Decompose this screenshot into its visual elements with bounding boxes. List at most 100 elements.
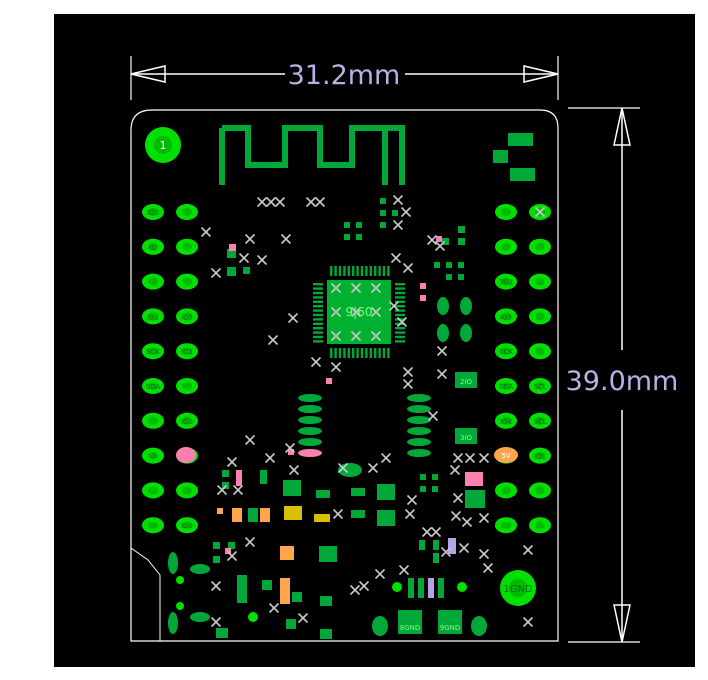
header-pin-right-inner-9 xyxy=(495,482,517,499)
drill-mark-x xyxy=(350,306,362,318)
header-pin-left-inner-2 xyxy=(176,238,198,255)
drill-mark-x xyxy=(400,206,412,218)
width-dimension: 31.2mm xyxy=(130,56,559,100)
chip-pin xyxy=(356,348,359,358)
drill-mark-x xyxy=(216,484,228,496)
header-pin-label: IO3 xyxy=(500,313,512,321)
header-pin-label: SCK xyxy=(499,348,513,356)
chip-pin xyxy=(382,266,386,276)
drill-mark-x xyxy=(287,312,299,324)
width-label: 31.2mm xyxy=(288,60,401,91)
antenna-trace xyxy=(219,125,405,185)
header-pin-right-inner-4: IO3 xyxy=(495,308,517,325)
drill-mark-x xyxy=(210,616,222,628)
chip-pin xyxy=(395,313,405,317)
drill-mark-x xyxy=(330,306,342,318)
chip-pin xyxy=(395,291,405,295)
pad-3io-label: 3IO xyxy=(460,434,473,442)
chip-pin xyxy=(313,309,323,312)
drill-mark-x xyxy=(370,282,382,294)
drill-mark-x xyxy=(478,452,490,464)
header-pin-left-outer-1: IO0 xyxy=(142,204,164,220)
header-pin-left-inner-1 xyxy=(176,204,198,220)
chip-pin xyxy=(395,327,405,330)
chip-pin xyxy=(395,287,405,290)
drill-mark-x xyxy=(482,562,494,574)
drill-mark-x xyxy=(461,516,473,528)
chip-pin xyxy=(395,340,405,343)
bottom-pads: 8GND 9GND xyxy=(372,616,487,636)
chip-pin xyxy=(395,300,405,303)
chip-pin xyxy=(313,287,323,290)
pin1-label: 1 xyxy=(160,139,167,152)
drill-mark-x xyxy=(370,330,382,342)
drill-mark-x xyxy=(305,196,317,208)
drill-mark-x xyxy=(478,548,490,560)
header-pin-label: IO xyxy=(149,244,157,252)
header-pin-right-outer-8: IO1 xyxy=(529,447,551,464)
gnd-pad: 1GND xyxy=(500,570,536,606)
header-pin-right-outer-9 xyxy=(529,482,551,499)
header-pin-right-outer-10 xyxy=(529,517,551,534)
chip-pin xyxy=(313,318,323,321)
chip-label: 9|60 xyxy=(346,305,373,319)
drill-mark-x xyxy=(370,306,382,318)
chip-pin xyxy=(313,305,323,308)
chip-pin xyxy=(330,348,333,358)
drill-mark-x xyxy=(402,378,414,390)
height-dimension: 39.0mm xyxy=(566,107,679,643)
header-pin-right-inner-10 xyxy=(495,517,517,534)
drill-mark-x xyxy=(406,494,418,506)
header-pin-label: IO2 xyxy=(147,313,159,321)
chip-pin xyxy=(395,283,405,286)
chip-pin xyxy=(313,327,323,330)
arrow-left-icon xyxy=(130,65,166,83)
drill-mark-x xyxy=(522,544,534,556)
chip-pin xyxy=(378,348,381,358)
chip-pin xyxy=(313,300,323,303)
drill-mark-x xyxy=(421,526,433,538)
header-pin-left-outer-7 xyxy=(142,412,164,429)
chip-pin xyxy=(395,331,405,334)
header-pin-right-inner-7: IO4 xyxy=(495,412,517,429)
chip-pin xyxy=(387,266,390,276)
gnd-pad-label: 1GND xyxy=(503,584,533,595)
chip-pin xyxy=(313,296,323,299)
header-pin-left-outer-10 xyxy=(142,517,164,534)
drill-mark-x xyxy=(426,234,438,246)
header-pin-left-outer-3 xyxy=(142,273,164,290)
header-pin-right-inner-5: SCK xyxy=(495,343,517,360)
drill-mark-x xyxy=(310,356,322,368)
drill-mark-x xyxy=(232,484,244,496)
drill-mark-x xyxy=(288,464,300,476)
drill-mark-x xyxy=(436,368,448,380)
chip-pin xyxy=(313,340,323,343)
drill-mark-x xyxy=(244,434,256,446)
chip-pin xyxy=(382,348,386,358)
header-pin-label: SDA xyxy=(499,383,514,391)
header-pin-label: IO0 xyxy=(181,522,193,530)
header-pin-left-outer-4: IO2 xyxy=(142,308,164,325)
drill-mark-x xyxy=(200,226,212,238)
chip-pin xyxy=(313,331,323,334)
drill-mark-x xyxy=(402,262,414,274)
chip-pin xyxy=(313,283,323,286)
drill-mark-x xyxy=(464,452,476,464)
drill-mark-x xyxy=(264,452,276,464)
header-pin-right-inner-2 xyxy=(495,238,517,255)
drill-mark-x xyxy=(330,361,342,373)
chip-pin xyxy=(365,266,368,276)
drill-mark-x xyxy=(265,196,277,208)
drill-mark-x xyxy=(440,546,452,558)
header-pin-left-inner-5: IO1 xyxy=(176,343,198,360)
header-pin-label: IO5 xyxy=(181,313,193,321)
board-outline xyxy=(130,109,559,642)
header-pin-right-outer-7: SCL xyxy=(529,412,551,429)
drill-mark-x xyxy=(367,462,379,474)
chip-pin xyxy=(374,348,377,358)
chip-pin xyxy=(313,313,323,317)
drill-mark-x xyxy=(210,580,222,592)
drill-mark-x xyxy=(458,542,470,554)
chip-pin xyxy=(352,348,355,358)
height-label: 39.0mm xyxy=(566,366,679,397)
